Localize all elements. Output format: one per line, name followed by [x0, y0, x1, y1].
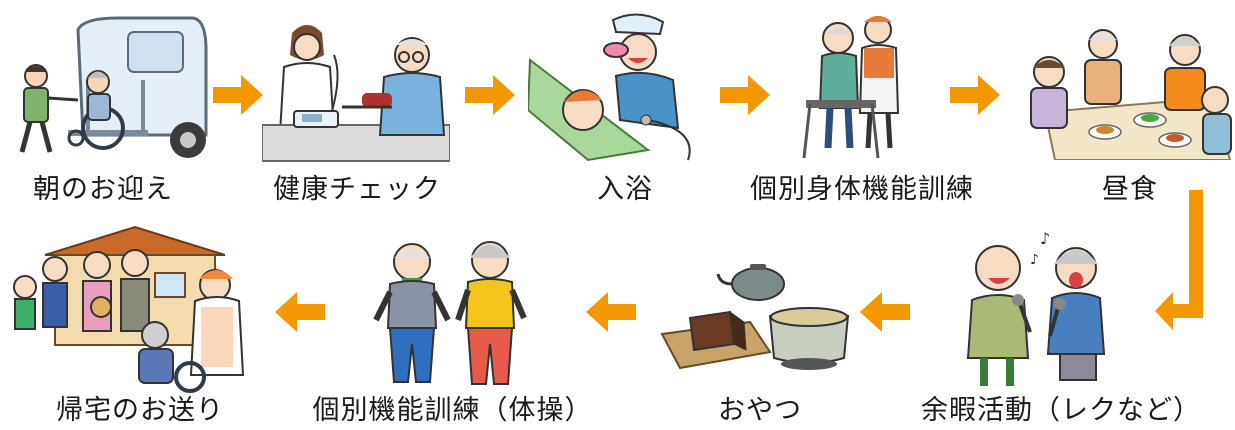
step-label-snack: おやつ	[718, 395, 802, 426]
blood-pressure-check-illustration	[262, 15, 450, 163]
drop-off-home-illustration	[5, 225, 257, 395]
arrow-right-icon	[213, 75, 263, 115]
van-wheelchair-pickup-illustration	[8, 10, 208, 160]
svg-text:♪: ♪	[1030, 252, 1039, 268]
walker-training-illustration	[798, 8, 908, 163]
step-label-leisure-activities: 余暇活動（レクなど）	[921, 395, 1201, 426]
bathing-illustration	[528, 10, 713, 162]
arrow-right-icon	[465, 75, 515, 115]
step-label-individual-functional-exercise: 個別機能訓練（体操）	[312, 395, 593, 426]
arrow-down-left-icon	[1155, 190, 1215, 330]
tea-snack-illustration	[660, 262, 855, 377]
arrow-left-icon	[586, 292, 636, 332]
arrow-left-icon	[860, 292, 910, 332]
svg-text:♪: ♪	[1040, 229, 1050, 248]
step-label-individual-physical-training: 個別身体機能訓練	[750, 174, 974, 205]
step-label-morning-pickup: 朝のお迎え	[33, 174, 173, 205]
arrow-right-icon	[720, 75, 770, 115]
karaoke-illustration: ♪ ♪	[958, 228, 1118, 390]
arrow-right-icon	[950, 75, 1000, 115]
exercise-illustration	[372, 232, 532, 394]
step-label-lunch: 昼食	[1102, 174, 1158, 205]
arrow-left-icon	[275, 292, 325, 332]
lunch-illustration	[1025, 20, 1233, 160]
step-label-bathing: 入浴	[597, 174, 653, 205]
step-label-drop-off-home: 帰宅のお送り	[56, 395, 224, 426]
step-label-health-check: 健康チェック	[273, 174, 441, 205]
